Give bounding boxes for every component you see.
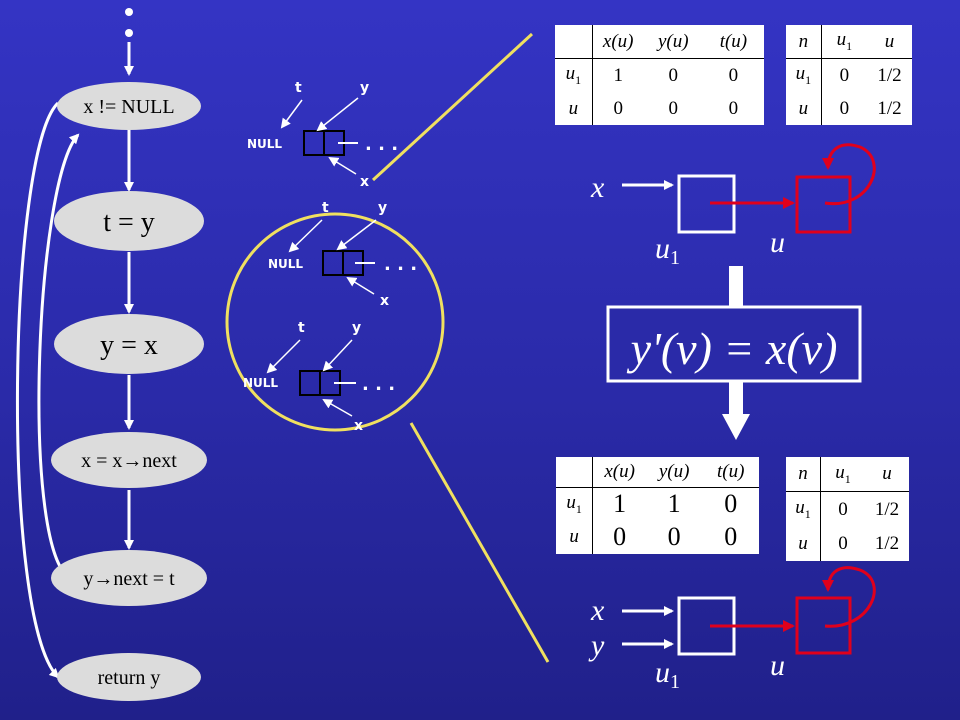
svg-text:NULL: NULL [243, 376, 278, 390]
svg-text:y: y [588, 629, 605, 662]
svg-text:t: t [298, 320, 305, 336]
svg-text:y = x: y = x [100, 330, 158, 361]
flow-node-return: return y [57, 653, 201, 701]
pointer-snapshot-3: . . . t y NULL x [243, 320, 395, 434]
svg-text:u: u [770, 649, 785, 682]
continuation-dots [125, 8, 133, 37]
svg-text:x != NULL: x != NULL [83, 96, 174, 118]
svg-text:u: u [770, 226, 785, 259]
svg-text:NULL: NULL [268, 257, 303, 271]
svg-text:t: t [322, 200, 329, 216]
flow-node-y-next-assign: y→next = t [51, 550, 207, 606]
svg-text:y: y [378, 200, 387, 216]
zoom-lines [371, 32, 550, 663]
svg-text:x: x [354, 418, 363, 434]
svg-text:u1: u1 [655, 232, 680, 269]
svg-text:t: t [295, 80, 302, 96]
loop-arrows [15, 101, 80, 679]
svg-text:x: x [360, 174, 369, 190]
svg-text:NULL: NULL [247, 137, 282, 151]
pointer-snapshot-1: . . . t y NULL x [247, 80, 398, 190]
structure-bottom: x y u1 u [588, 566, 876, 693]
ellipsis-1: . . . [365, 134, 398, 155]
svg-text:y→next = t: y→next = t [83, 568, 175, 590]
svg-text:x = x→next: x = x→next [81, 450, 177, 472]
flow-node-y-assign: y = x [54, 314, 204, 374]
svg-text:y'(v) = x(v): y'(v) = x(v) [627, 323, 838, 374]
svg-text:x: x [590, 594, 605, 627]
svg-text:x: x [380, 293, 389, 309]
formula-box: y'(v) = x(v) [606, 305, 862, 383]
magnifier-circle [225, 212, 445, 432]
svg-text:y: y [360, 80, 369, 96]
svg-text:x: x [590, 171, 605, 204]
svg-text:u1: u1 [655, 656, 680, 693]
svg-text:t = y: t = y [103, 207, 155, 238]
flow-node-condition: x != NULL [57, 82, 201, 130]
ellipsis-3: . . . [362, 374, 395, 395]
structure-top: x u1 u [590, 143, 876, 269]
svg-text:return y: return y [98, 667, 161, 689]
pointer-snapshot-2: . . . t y NULL x [268, 200, 417, 309]
flow-node-x-advance: x = x→next [51, 432, 207, 488]
svg-text:y: y [352, 320, 361, 336]
ellipsis-2: . . . [384, 254, 417, 275]
flow-node-t-assign: t = y [54, 191, 204, 251]
